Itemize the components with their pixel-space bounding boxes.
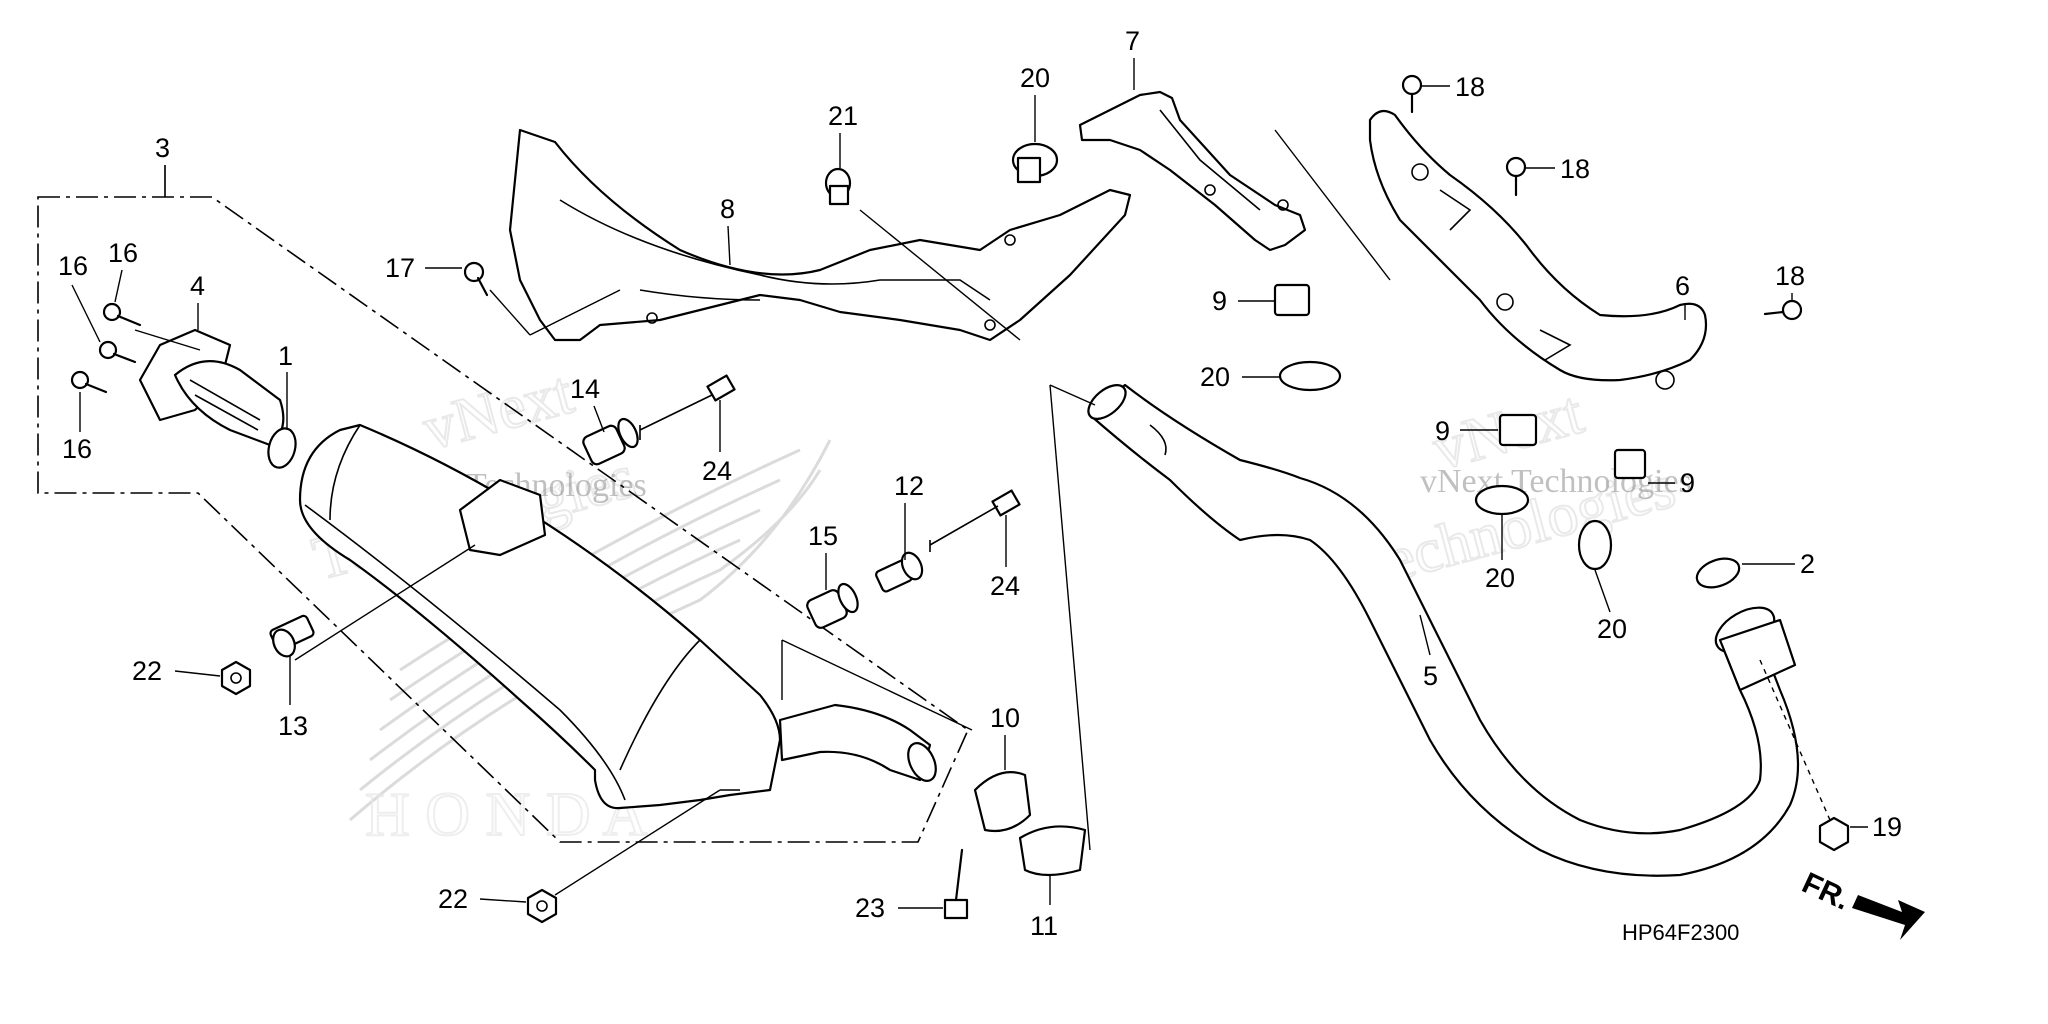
callout-11: 11 [1030, 911, 1058, 941]
svg-text:vNext Technologies: vNext Technologies [1420, 463, 1692, 500]
hose-band-20b [1278, 360, 1342, 392]
bolt-24a [639, 374, 736, 440]
callout-12: 12 [894, 471, 924, 501]
callout-9a: 9 [1212, 286, 1227, 316]
exhaust-flange [1714, 606, 1797, 692]
callout-2: 2 [1800, 549, 1815, 579]
callout-24a: 24 [702, 456, 732, 486]
bolt-23 [943, 848, 969, 920]
bolt-18b [1505, 156, 1527, 197]
muffler-body [298, 423, 937, 810]
callout-9c: 9 [1680, 468, 1695, 498]
muffler-protector [508, 128, 1132, 342]
callout-16a: 16 [108, 238, 138, 268]
band-clamp-10 [973, 771, 1032, 833]
front-direction-indicator: FR. [1797, 866, 1925, 940]
callout-18a: 18 [1455, 72, 1485, 102]
diagram-code: HP64F2300 [1622, 920, 1739, 945]
callout-15: 15 [808, 521, 838, 551]
callout-4: 4 [190, 271, 205, 301]
bolt-16c [70, 370, 108, 394]
bolt-18c [1763, 299, 1803, 321]
svg-text:vNext: vNext [416, 359, 580, 464]
rubber-14 [582, 417, 639, 466]
tail-cap [138, 328, 285, 447]
callout-22a: 22 [132, 656, 162, 686]
callout-14: 14 [570, 374, 600, 404]
hardware [70, 74, 1850, 924]
bolt-17 [463, 261, 489, 297]
nut-19 [1818, 816, 1850, 852]
callout-7: 7 [1125, 26, 1140, 56]
rubber-15 [806, 582, 859, 629]
joint-gasket-11 [1018, 825, 1087, 877]
nut-22b [526, 888, 558, 924]
callout-20c: 20 [1485, 563, 1515, 593]
callout-1: 1 [278, 341, 293, 371]
direction-label: FR. [1797, 866, 1855, 916]
callout-16b: 16 [58, 251, 88, 281]
collar-12 [875, 551, 924, 593]
exhaust-pipe-protector [1368, 109, 1708, 390]
callout-19: 19 [1872, 812, 1902, 842]
nut-22a [220, 660, 252, 696]
muffler-mount-bracket [458, 478, 547, 557]
callout-18b: 18 [1560, 154, 1590, 184]
bolt-18a [1401, 74, 1423, 114]
callout-20b: 20 [1200, 362, 1230, 392]
callout-23: 23 [855, 893, 885, 923]
callout-3: 3 [155, 133, 170, 163]
bolt-24b [929, 489, 1021, 552]
bolt-16b [98, 340, 137, 364]
callout-8: 8 [720, 194, 735, 224]
hose-band-20a [1011, 142, 1059, 184]
callout-6: 6 [1675, 271, 1690, 301]
assembly-lines [134, 129, 1831, 896]
bolt-16a [102, 302, 142, 327]
callout-18c: 18 [1775, 261, 1805, 291]
exhaust-pipe [1087, 383, 1800, 877]
clip-nut-9a [1273, 283, 1311, 317]
callout-5: 5 [1423, 661, 1438, 691]
callout-17: 17 [385, 253, 415, 283]
callout-13: 13 [278, 711, 308, 741]
callout-20d: 20 [1597, 614, 1627, 644]
hose-band-20c [1474, 484, 1530, 516]
callout-20a: 20 [1020, 63, 1050, 93]
callout-10: 10 [990, 703, 1020, 733]
callouts: 3 1 4 16 16 16 17 8 21 20 7 9 20 18 18 1… [58, 26, 1902, 941]
gasket-2 [1695, 557, 1741, 589]
clip-nut-9c [1613, 448, 1647, 480]
clip-nut-9b [1498, 413, 1538, 447]
rear-pipe-protector [1078, 90, 1307, 252]
hose-band-20d [1577, 519, 1613, 571]
collar-13 [269, 614, 315, 658]
callout-9b: 9 [1435, 416, 1450, 446]
callout-21: 21 [828, 101, 858, 131]
callout-24b: 24 [990, 571, 1020, 601]
callout-22b: 22 [438, 884, 468, 914]
callout-16c: 16 [62, 434, 92, 464]
arrow-right-icon [1852, 895, 1925, 940]
hose-band-21 [824, 167, 852, 206]
